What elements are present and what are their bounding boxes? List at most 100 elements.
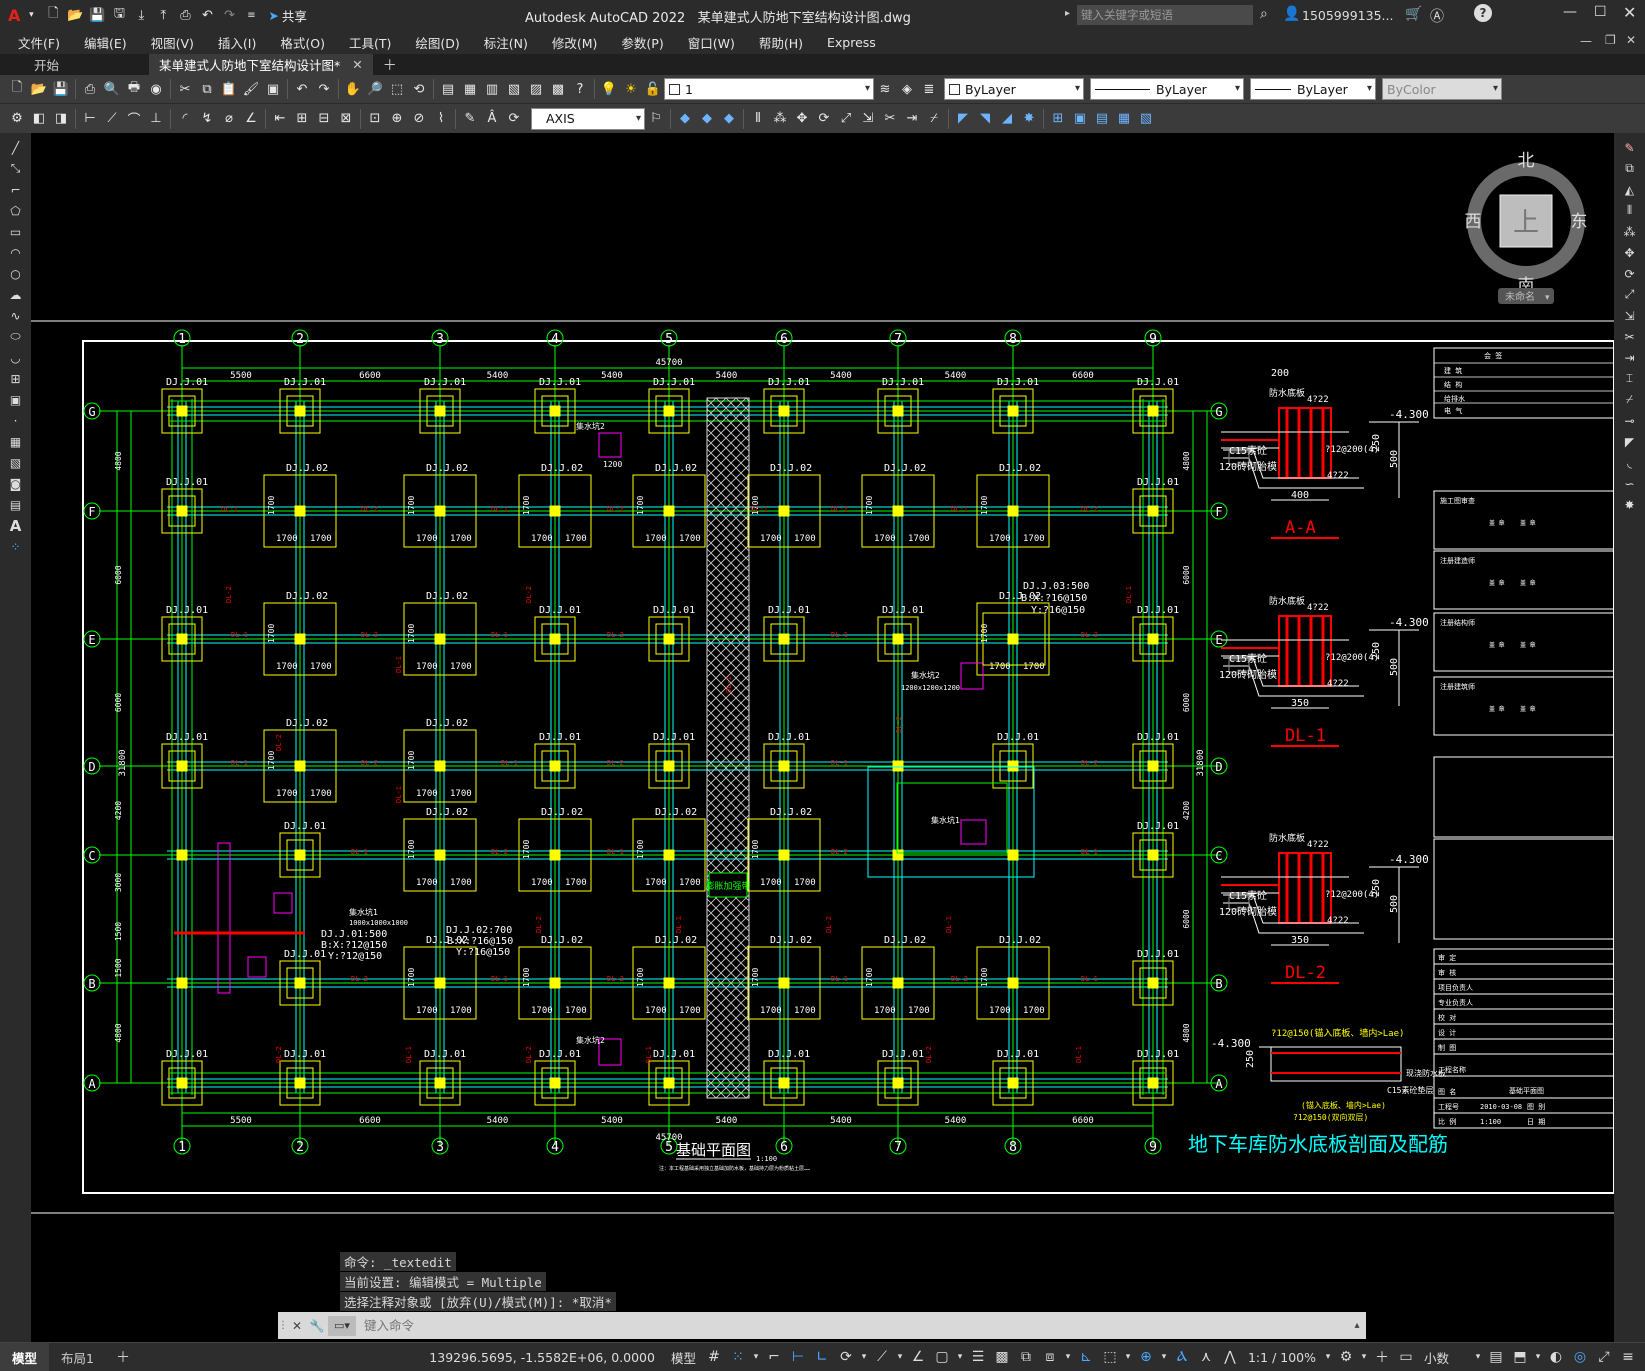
- open-icon[interactable]: 📂: [67, 7, 84, 23]
- selection-cycling-icon[interactable]: ⧉: [1020, 1349, 1031, 1365]
- preview-icon[interactable]: 🔍: [103, 81, 121, 97]
- 3dosnap-icon[interactable]: ⧈: [1045, 1349, 1055, 1365]
- zoom-realtime-icon[interactable]: 🔎: [366, 81, 384, 97]
- tab-drawing[interactable]: 某单建式人防地下室结构设计图*✕: [149, 54, 373, 75]
- calculator-icon[interactable]: ▩: [551, 81, 565, 97]
- inspect-icon[interactable]: ⊘: [413, 111, 425, 126]
- tolerance-icon[interactable]: ⊡: [369, 111, 381, 126]
- polygon-icon[interactable]: ⬠: [10, 203, 21, 218]
- quick-dim-icon[interactable]: ⇤: [274, 111, 286, 126]
- erase-icon[interactable]: ✎: [1624, 140, 1635, 155]
- lock-menu-icon[interactable]: ▾: [1535, 1352, 1541, 1362]
- menu-dimension[interactable]: 标注(N): [483, 35, 528, 51]
- help-icon[interactable]: ?: [1474, 4, 1492, 22]
- move-icon[interactable]: ✥: [1624, 245, 1635, 260]
- tab-close-icon[interactable]: ✕: [352, 57, 363, 72]
- tool-palettes-icon[interactable]: ▥: [485, 81, 499, 97]
- jogged-linear-icon[interactable]: ⌇: [437, 111, 445, 126]
- paste-icon[interactable]: 📋: [220, 81, 238, 97]
- dim-aligned-icon[interactable]: ⟋: [107, 111, 117, 126]
- a360-icon[interactable]: Ⓐ: [1430, 9, 1444, 25]
- viewcube[interactable]: 上 北 南 东 西 未命名 ▾: [1465, 151, 1588, 304]
- rotate-icon[interactable]: ⟳: [818, 111, 830, 126]
- dim-continue-icon[interactable]: ⊟: [318, 111, 330, 126]
- array-icon[interactable]: ⁂: [773, 111, 787, 126]
- table-icon[interactable]: ▤: [9, 497, 22, 512]
- point-icon[interactable]: ·: [13, 413, 18, 428]
- saveas-icon[interactable]: 🖫: [113, 6, 125, 21]
- fillet-icon[interactable]: ◟: [1627, 455, 1632, 470]
- viewcube-top[interactable]: 上: [1513, 208, 1539, 238]
- tab-start[interactable]: 开始: [34, 58, 60, 73]
- layout-tab-1[interactable]: 布局1: [61, 1350, 94, 1366]
- properties-icon[interactable]: ▤: [441, 81, 455, 97]
- dynamic-input-icon[interactable]: ⊢: [791, 1349, 805, 1365]
- center-mark-icon[interactable]: ⊕: [391, 111, 403, 126]
- menu-parametric[interactable]: 参数(P): [621, 35, 664, 51]
- filter-menu-icon[interactable]: ▾: [1125, 1352, 1131, 1362]
- search-arrow-icon[interactable]: ▸: [1065, 8, 1071, 19]
- make-current-icon[interactable]: ◈: [902, 81, 912, 97]
- new-icon[interactable]: 🗋: [48, 6, 59, 21]
- dim-jogged-icon[interactable]: ↯: [201, 111, 213, 126]
- autocad-logo-icon[interactable]: A: [8, 5, 21, 25]
- copy-icon[interactable]: ⧉: [202, 81, 212, 97]
- workspace-icon[interactable]: ⚙: [11, 111, 23, 126]
- rectangle-icon[interactable]: ▭: [9, 224, 22, 239]
- scale-icon[interactable]: ⤢: [840, 111, 852, 126]
- layer-properties-icon[interactable]: ≋: [879, 81, 891, 97]
- extend-icon[interactable]: ⇥: [906, 111, 918, 126]
- menu-file[interactable]: 文件(F): [18, 35, 60, 51]
- trim-icon[interactable]: ✂: [884, 111, 896, 126]
- region-icon[interactable]: ◙: [9, 476, 22, 491]
- extend-icon[interactable]: ⇥: [1624, 350, 1635, 365]
- block-icon[interactable]: ▣: [266, 81, 280, 97]
- user-name[interactable]: 1505999135...: [1302, 8, 1394, 23]
- zoom-window-icon[interactable]: ⬚: [390, 81, 404, 97]
- selection-filter-icon[interactable]: ⬚: [1103, 1349, 1117, 1365]
- mirror-icon[interactable]: ◆: [724, 111, 734, 126]
- polar-icon[interactable]: ⟳: [840, 1349, 852, 1365]
- menu-draw[interactable]: 绘图(D): [415, 35, 460, 51]
- scale-menu-icon[interactable]: ▾: [1325, 1352, 1331, 1362]
- attdef-icon[interactable]: ▤: [1095, 111, 1109, 126]
- fillet-icon[interactable]: ◥: [980, 111, 990, 126]
- arc-icon[interactable]: ◠: [10, 245, 21, 260]
- chamfer-icon[interactable]: ◤: [958, 111, 968, 126]
- transparency-icon[interactable]: ▩: [995, 1349, 1009, 1365]
- make-block-icon[interactable]: ▣: [1073, 111, 1087, 126]
- ellipse-icon[interactable]: ⬭: [10, 329, 21, 343]
- dim-radius-icon[interactable]: ◜: [182, 111, 188, 126]
- cart-icon[interactable]: 🛒: [1405, 6, 1423, 22]
- zoom-previous-icon[interactable]: ⟲: [413, 81, 425, 97]
- doc-minimize-icon[interactable]: —: [1580, 34, 1592, 48]
- menu-modify[interactable]: 修改(M): [551, 35, 598, 51]
- erase-icon[interactable]: ◆: [680, 111, 690, 126]
- menu-express[interactable]: Express: [826, 34, 876, 50]
- new-tab-button[interactable]: ＋: [382, 57, 397, 74]
- redo-icon[interactable]: ↷: [223, 7, 235, 23]
- menu-format[interactable]: 格式(O): [280, 35, 325, 51]
- stretch-icon[interactable]: ⇲: [1624, 308, 1635, 323]
- line-icon[interactable]: ╱: [11, 140, 20, 155]
- snap-icon[interactable]: ⁙: [732, 1349, 744, 1365]
- menu-window[interactable]: 窗口(W): [687, 35, 735, 51]
- construction-line-icon[interactable]: ⤡: [10, 161, 21, 175]
- dim-arc-icon[interactable]: ⌒: [127, 113, 141, 128]
- graphics-performance-icon[interactable]: ◎: [1573, 1349, 1587, 1365]
- chamfer-icon[interactable]: ◤: [1624, 434, 1635, 449]
- close-icon[interactable]: ✕: [1623, 3, 1637, 22]
- auto-scale-icon[interactable]: ⋏: [1200, 1349, 1212, 1365]
- doc-close-icon[interactable]: ✕: [1626, 33, 1637, 47]
- isolate-icon[interactable]: ◐: [1549, 1349, 1563, 1365]
- osnap-icon[interactable]: ▢: [935, 1349, 949, 1365]
- circle-icon[interactable]: ○: [10, 266, 21, 281]
- command-input[interactable]: [356, 1314, 1348, 1337]
- annotation-monitor-icon[interactable]: ＋: [1375, 1350, 1389, 1366]
- cut-icon[interactable]: ✂: [179, 81, 191, 97]
- pan-icon[interactable]: ✋: [344, 81, 362, 97]
- undo-icon[interactable]: ↶: [201, 7, 213, 23]
- blend-icon[interactable]: ∽: [1624, 476, 1635, 491]
- hatch-icon[interactable]: ▦: [9, 434, 22, 449]
- undo-icon[interactable]: ↶: [296, 81, 308, 97]
